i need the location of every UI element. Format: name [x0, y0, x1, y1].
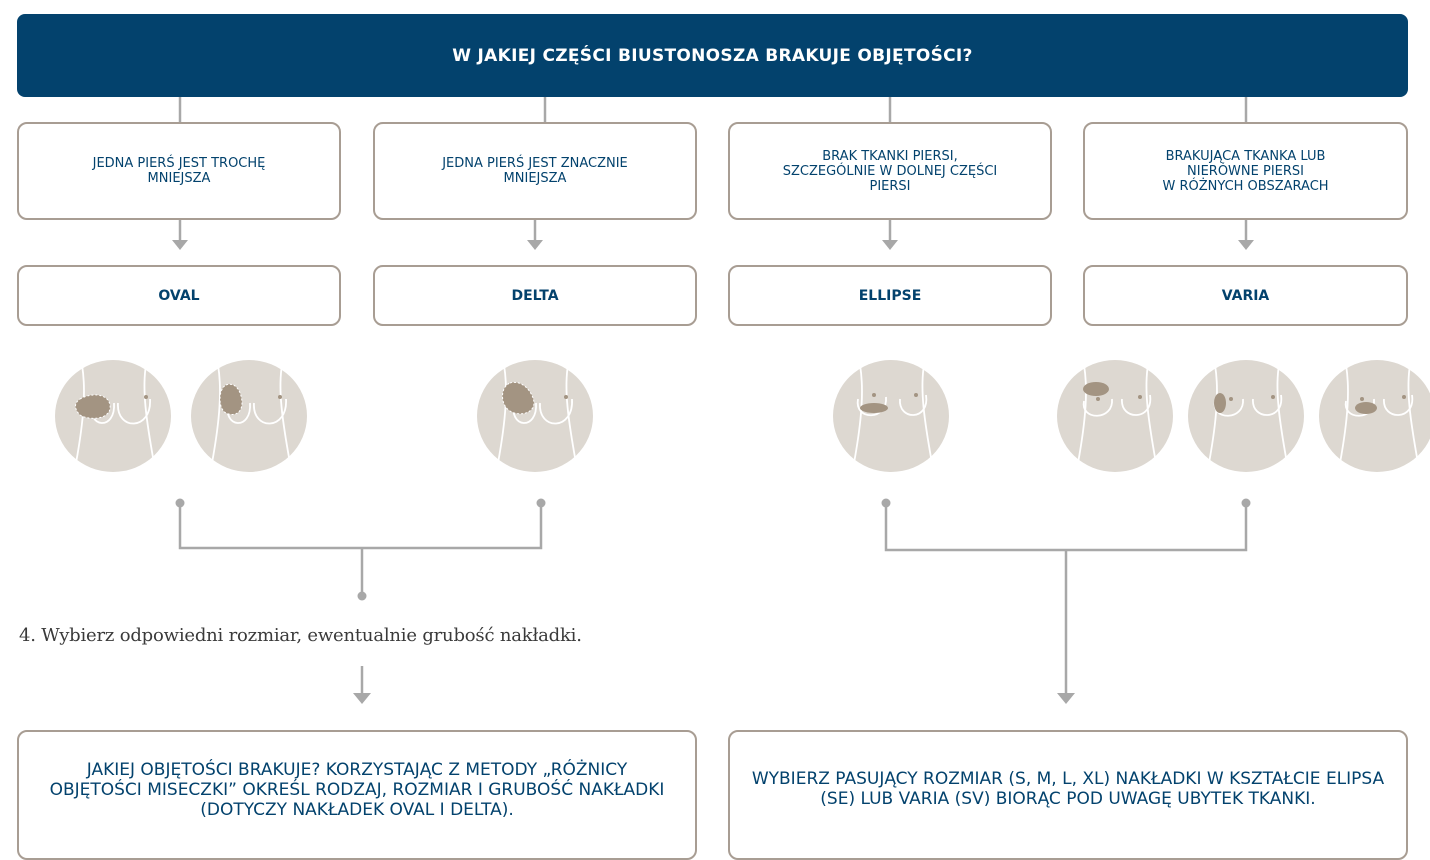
product-varia: VARIA	[1083, 265, 1408, 326]
torso-illustration-delta	[477, 360, 593, 472]
product-delta: DELTA	[373, 265, 697, 326]
step-instruction: 4. Wybierz odpowiedni rozmiar, ewentualn…	[19, 625, 582, 646]
condition-box: JEDNA PIERŚ JEST ZNACZNIE MNIEJSZA	[373, 122, 697, 220]
product-label: DELTA	[511, 287, 559, 304]
condition-text: JEDNA PIERŚ JEST ZNACZNIE MNIEJSZA	[442, 156, 628, 186]
product-label: OVAL	[158, 287, 200, 304]
instruction-box-left: JAKIEJ OBJĘTOŚCI BRAKUJE? KORZYSTAJĄC Z …	[17, 730, 697, 860]
torso-illustration-oval-1	[55, 360, 171, 472]
instruction-text: WYBIERZ PASUJĄCY ROZMIAR (S, M, L, XL) N…	[751, 769, 1385, 809]
torso-illustration-ellipse	[833, 360, 949, 472]
torso-illustration-varia-1	[1057, 360, 1173, 472]
condition-box: BRAK TKANKI PIERSI, SZCZEGÓLNIE W DOLNEJ…	[728, 122, 1052, 220]
product-label: VARIA	[1221, 287, 1270, 304]
condition-box: BRAKUJĄCA TKANKA LUB NIERÓWNE PIERSI W R…	[1083, 122, 1408, 220]
product-ellipse: ELLIPSE	[728, 265, 1052, 326]
page-title: W JAKIEJ CZĘŚCI BIUSTONOSZA BRAKUJE OBJĘ…	[17, 14, 1408, 97]
instruction-box-right: WYBIERZ PASUJĄCY ROZMIAR (S, M, L, XL) N…	[728, 730, 1408, 860]
torso-illustration-varia-2	[1188, 360, 1304, 472]
condition-text: BRAK TKANKI PIERSI, SZCZEGÓLNIE W DOLNEJ…	[782, 148, 998, 194]
torso-illustration-oval-2	[191, 360, 307, 472]
condition-text: JEDNA PIERŚ JEST TROCHĘ MNIEJSZA	[92, 156, 266, 186]
instruction-text: JAKIEJ OBJĘTOŚCI BRAKUJE? KORZYSTAJĄC Z …	[49, 760, 665, 820]
condition-box: JEDNA PIERŚ JEST TROCHĘ MNIEJSZA	[17, 122, 341, 220]
product-label: ELLIPSE	[858, 287, 922, 304]
product-oval: OVAL	[17, 265, 341, 326]
torso-illustration-varia-3	[1319, 360, 1430, 472]
condition-text: BRAKUJĄCA TKANKA LUB NIERÓWNE PIERSI W R…	[1162, 148, 1329, 194]
